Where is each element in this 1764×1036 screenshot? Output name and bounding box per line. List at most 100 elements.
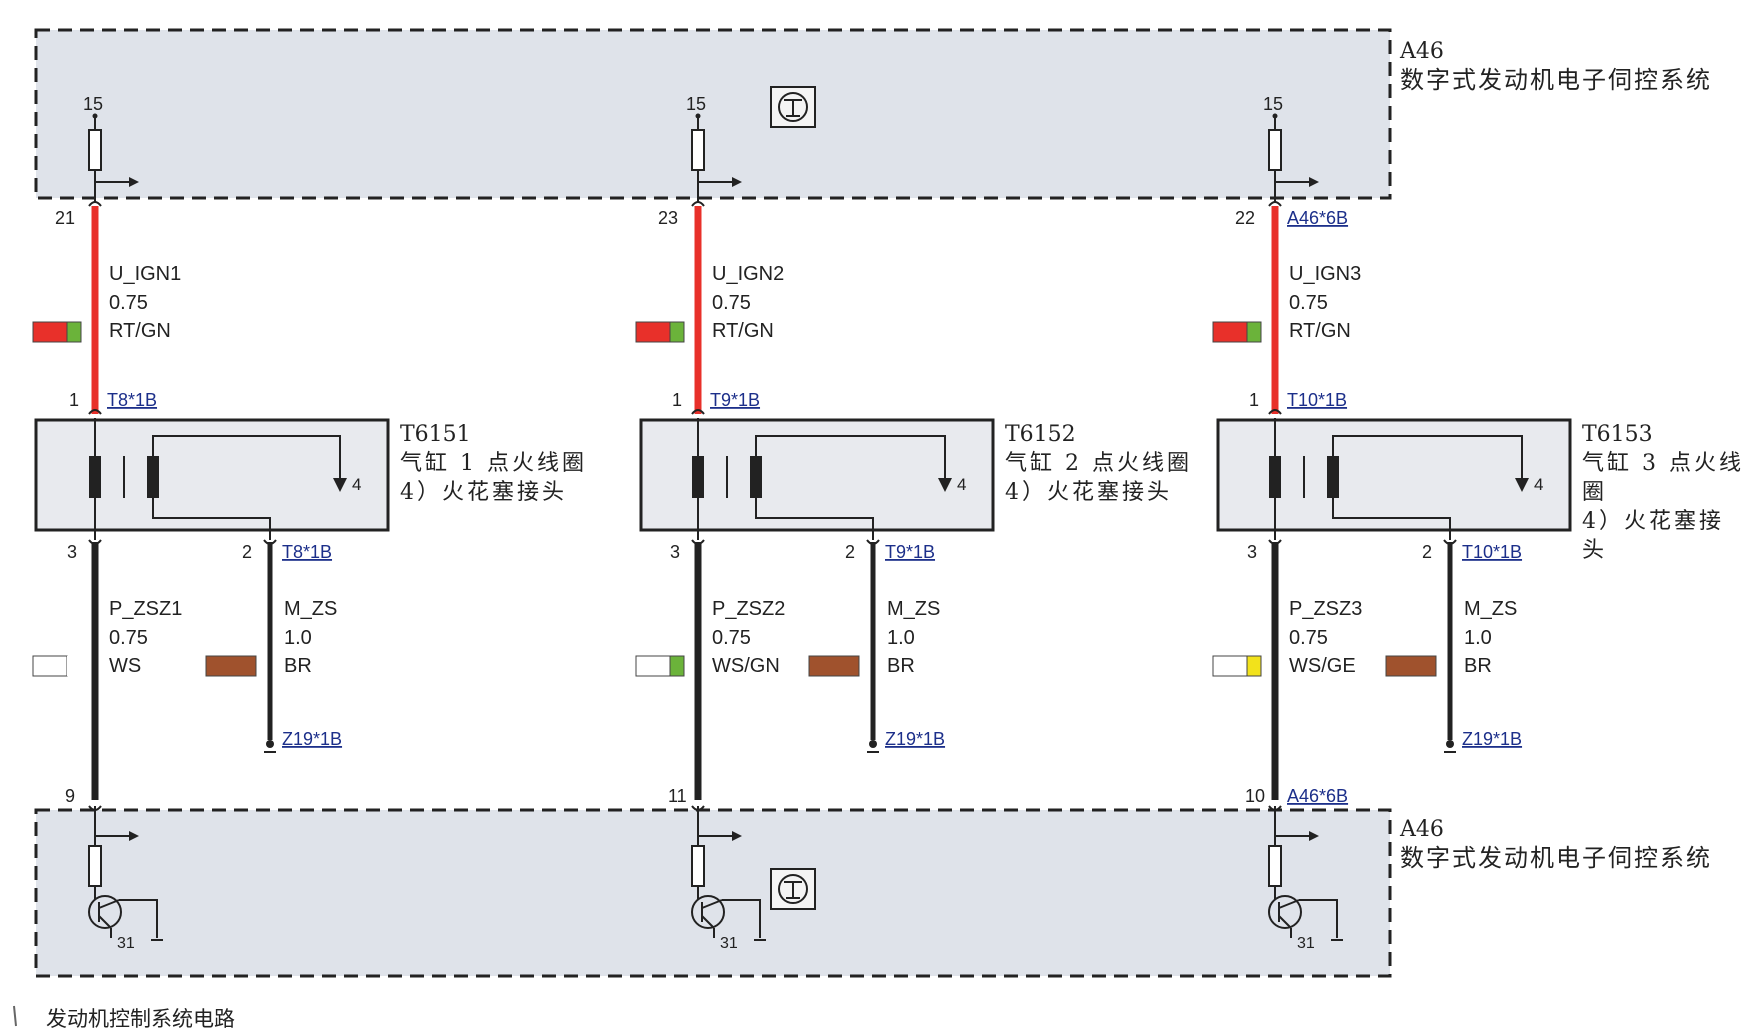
lower-wire-size: 0.75 <box>1289 627 1328 649</box>
upper-color-swatch-stripe <box>66 321 82 343</box>
ecu-top-id: A46 <box>1399 39 1444 64</box>
coil-id: T6153 <box>1582 422 1653 447</box>
coil-connector-in-link[interactable]: T10*1B <box>1287 390 1347 410</box>
coil-primary-winding <box>1269 456 1281 498</box>
coil-pin-3: 3 <box>670 542 680 562</box>
connector-arc-coil-in <box>1268 409 1282 415</box>
coil-output-pin: 4 <box>1534 475 1543 494</box>
driver-transistor <box>1268 895 1302 929</box>
transistor-ground-lead <box>119 899 158 938</box>
coil-name-line: 4）火花塞接头 <box>400 480 567 505</box>
ground-color-swatch <box>1385 655 1437 677</box>
ecu-bottom-name: 数字式发动机电子伺控系统 <box>1400 844 1712 872</box>
lower-wire-color: WS <box>109 655 141 677</box>
coil-secondary-loop <box>1332 435 1523 484</box>
lower-color-swatch-stripe <box>669 655 685 677</box>
coil-connector-out-link[interactable]: T10*1B <box>1462 542 1522 562</box>
arrow-head-top <box>1309 177 1319 187</box>
supply-terminal-label: 15 <box>83 94 103 114</box>
ground-terminal-label: 31 <box>720 935 738 952</box>
lower-color-swatch-main <box>1212 655 1248 677</box>
arrow-head-bottom <box>129 831 139 841</box>
coil-connector-out-link[interactable]: T8*1B <box>282 542 332 562</box>
ecu-bottom-pin: 11 <box>668 786 687 806</box>
ground-terminal-label: 31 <box>117 935 135 952</box>
bottom-connector-link[interactable]: A46*6B <box>1287 786 1348 806</box>
coil-ground-loop <box>152 498 271 540</box>
ground-point-link[interactable]: Z19*1B <box>885 729 945 749</box>
coil-name-line: 气缸 2 点火线圈 <box>1005 451 1192 476</box>
lower-signal-name: P_ZSZ1 <box>109 598 182 620</box>
coil-pin-2: 2 <box>242 542 252 562</box>
coil-primary-winding <box>692 456 704 498</box>
ecu-top-pin: 22 <box>1235 208 1255 228</box>
upper-signal-name: U_IGN2 <box>712 263 784 285</box>
ground-wire-size: 1.0 <box>1464 627 1492 649</box>
ecu-bottom-id: A46 <box>1399 817 1444 842</box>
connector-arc-coil-in <box>691 409 705 415</box>
upper-wire-size: 0.75 <box>109 292 148 314</box>
ground-wire-size: 1.0 <box>284 627 312 649</box>
supply-terminal-dot <box>1272 113 1278 119</box>
upper-color-swatch-main <box>635 321 671 343</box>
coil-ground-loop <box>755 498 874 540</box>
lower-wire-color: WS/GN <box>712 655 780 677</box>
coil-id: T6152 <box>1005 422 1076 447</box>
supply-resistor <box>88 129 102 171</box>
ecu-bottom-box <box>34 808 1392 978</box>
arrow-head-bottom <box>1309 831 1319 841</box>
coil-name-line: 气缸 1 点火线圈 <box>400 451 587 476</box>
top-connector-link[interactable]: A46*6B <box>1287 208 1348 228</box>
ecu-bottom-pin: 10 <box>1245 786 1265 806</box>
coil-pin-2: 2 <box>1422 542 1432 562</box>
coil-secondary-loop <box>755 435 946 484</box>
transistor-collector <box>98 899 120 909</box>
coil-secondary-winding <box>750 456 762 498</box>
coil-name-line: 头 <box>1582 538 1607 563</box>
coil-output-pin: 4 <box>352 475 361 494</box>
transistor-emitter <box>98 915 112 929</box>
coil-connector-out-link[interactable]: T9*1B <box>885 542 935 562</box>
ground-signal-name: M_ZS <box>887 598 940 620</box>
arrow-head-top <box>129 177 139 187</box>
coil-connector-in-link[interactable]: T8*1B <box>107 390 157 410</box>
coil-connector-in-link[interactable]: T9*1B <box>710 390 760 410</box>
ground-wire-color: BR <box>284 655 312 677</box>
transistor-emitter <box>701 915 715 929</box>
coil-ground-loop <box>1332 498 1451 540</box>
supply-terminal-label: 15 <box>1263 94 1283 114</box>
upper-signal-name: U_IGN1 <box>109 263 181 285</box>
transistor-emitter <box>1278 915 1292 929</box>
connector-arc-top <box>1268 201 1282 207</box>
driver-resistor <box>691 845 705 887</box>
upper-wire-color: RT/GN <box>712 320 774 342</box>
ground-point-link[interactable]: Z19*1B <box>282 729 342 749</box>
arrow-head-top <box>732 177 742 187</box>
coil-name-line: 4）火花塞接 <box>1582 509 1724 534</box>
transistor-collector <box>701 899 723 909</box>
ground-point-link[interactable]: Z19*1B <box>1462 729 1522 749</box>
coil-name-line: 圈 <box>1582 480 1607 505</box>
ground-terminal-label: 31 <box>1297 935 1315 952</box>
coil-pin-3: 3 <box>67 542 77 562</box>
coil-name-line: 4）火花塞接头 <box>1005 480 1172 505</box>
ground-point-dot <box>266 740 274 748</box>
supply-resistor <box>1268 129 1282 171</box>
ecu-top-pin: 21 <box>55 208 75 228</box>
upper-signal-name: U_IGN3 <box>1289 263 1361 285</box>
connector-arc-top <box>88 201 102 207</box>
coil-pin-3: 3 <box>1247 542 1257 562</box>
ecu-bottom-pin: 9 <box>65 786 75 806</box>
lower-signal-name: P_ZSZ2 <box>712 598 785 620</box>
coil-output-pin: 4 <box>957 475 966 494</box>
coil-secondary-winding <box>147 456 159 498</box>
coil-name-line: 气缸 3 点火线 <box>1582 451 1744 476</box>
coil-pin-1: 1 <box>672 390 682 410</box>
spark-output-arrow <box>938 478 952 492</box>
lower-signal-name: P_ZSZ3 <box>1289 598 1362 620</box>
ecu-top-pin: 23 <box>658 208 678 228</box>
transistor-ground-lead <box>1299 899 1338 938</box>
footer-mark <box>13 1005 17 1027</box>
